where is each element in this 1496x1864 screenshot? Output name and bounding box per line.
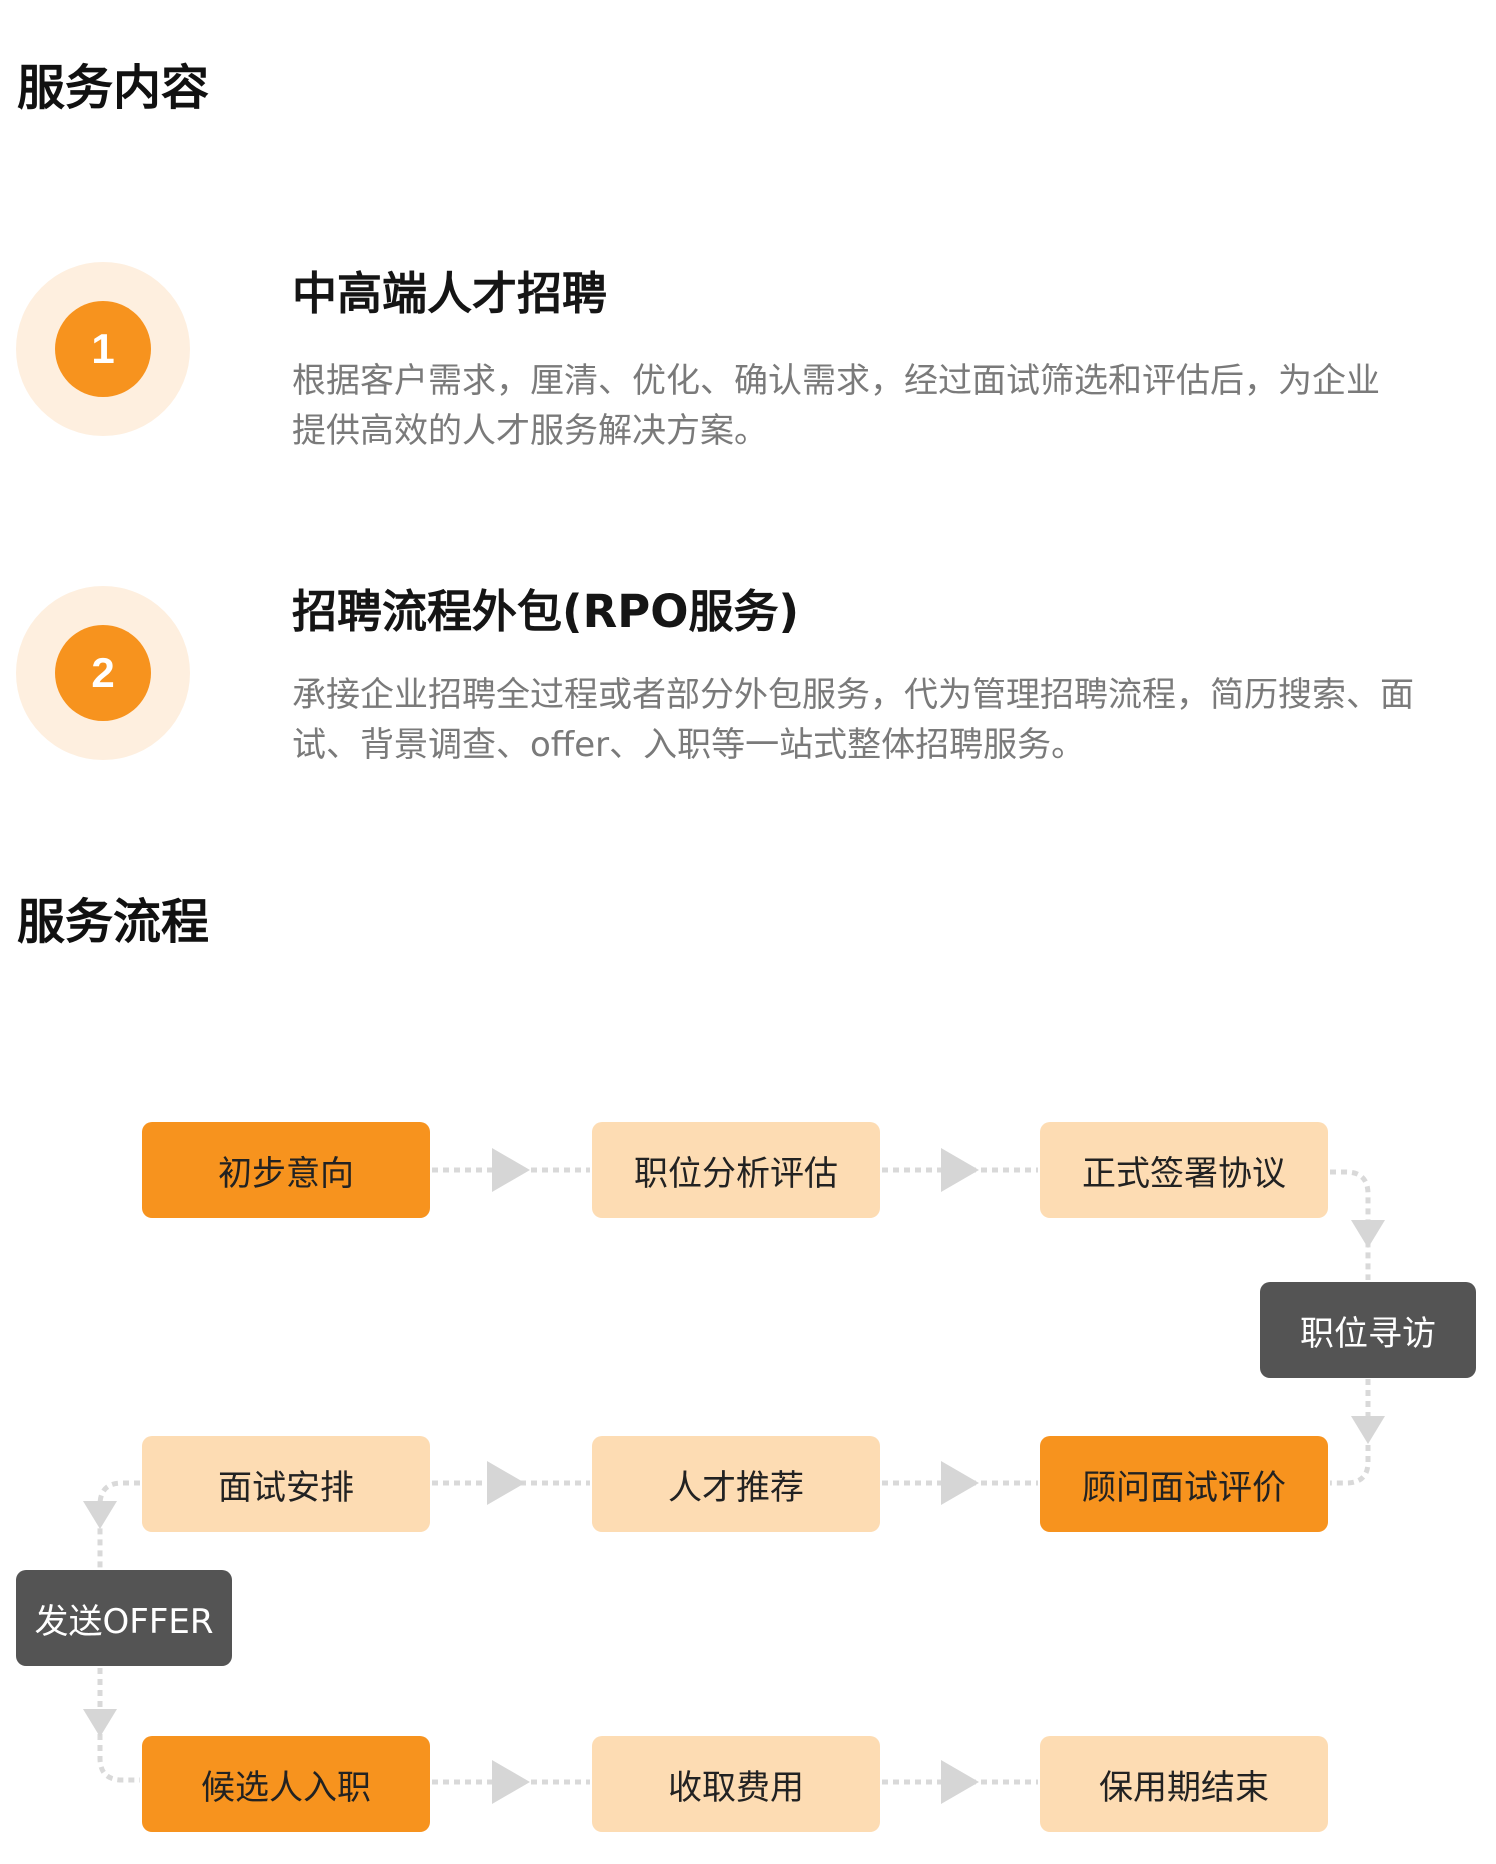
flow-step-interview-arrangement: 面试安排 bbox=[142, 1436, 430, 1532]
arrow-right-icon bbox=[487, 1461, 525, 1505]
flow-step-position-search: 职位寻访 bbox=[1260, 1282, 1476, 1378]
description-line: 提供高效的人才服务解决方案。 bbox=[292, 411, 768, 451]
number-badge-outer: 2 bbox=[16, 586, 190, 760]
flow-step-sign-agreement: 正式签署协议 bbox=[1040, 1122, 1328, 1218]
description-line: 试、背景调查、offer、入职等一站式整体招聘服务。 bbox=[292, 725, 1086, 765]
flow-step-send-offer: 发送OFFER bbox=[16, 1570, 232, 1666]
flow-step-collect-fees: 收取费用 bbox=[592, 1736, 880, 1832]
flow-step-candidate-onboarding: 候选人入职 bbox=[142, 1736, 430, 1832]
service-flow-heading: 服务流程 bbox=[17, 894, 210, 950]
arrow-right-icon bbox=[492, 1148, 530, 1192]
arrow-down-icon bbox=[83, 1709, 117, 1737]
number-badge: 2 bbox=[55, 625, 151, 721]
arrow-down-icon bbox=[1351, 1416, 1385, 1444]
number-badge: 1 bbox=[55, 301, 151, 397]
service-item-title: 招聘流程外包(RPO服务) bbox=[292, 585, 800, 638]
service-item-description: 根据客户需求，厘清、优化、确认需求，经过面试筛选和评估后，为企业 提供高效的人才… bbox=[292, 356, 1380, 456]
arrow-down-icon bbox=[83, 1501, 117, 1529]
flow-step-position-analysis: 职位分析评估 bbox=[592, 1122, 880, 1218]
service-content-heading: 服务内容 bbox=[17, 60, 210, 116]
number-badge-outer: 1 bbox=[16, 262, 190, 436]
arrow-right-icon bbox=[941, 1148, 979, 1192]
service-item-title: 中高端人才招聘 bbox=[292, 267, 608, 320]
description-line: 承接企业招聘全过程或者部分外包服务，代为管理招聘流程，简历搜索、面 bbox=[292, 675, 1414, 715]
flow-step-consultant-interview: 顾问面试评价 bbox=[1040, 1436, 1328, 1532]
flow-step-guarantee-period-end: 保用期结束 bbox=[1040, 1736, 1328, 1832]
arrow-right-icon bbox=[941, 1461, 979, 1505]
service-item-description: 承接企业招聘全过程或者部分外包服务，代为管理招聘流程，简历搜索、面 试、背景调查… bbox=[292, 670, 1414, 770]
flow-step-initial-intent: 初步意向 bbox=[142, 1122, 430, 1218]
flow-step-talent-recommendation: 人才推荐 bbox=[592, 1436, 880, 1532]
description-line: 根据客户需求，厘清、优化、确认需求，经过面试筛选和评估后，为企业 bbox=[292, 361, 1380, 401]
arrow-right-icon bbox=[492, 1760, 530, 1804]
arrow-right-icon bbox=[941, 1760, 979, 1804]
arrow-down-icon bbox=[1351, 1220, 1385, 1248]
